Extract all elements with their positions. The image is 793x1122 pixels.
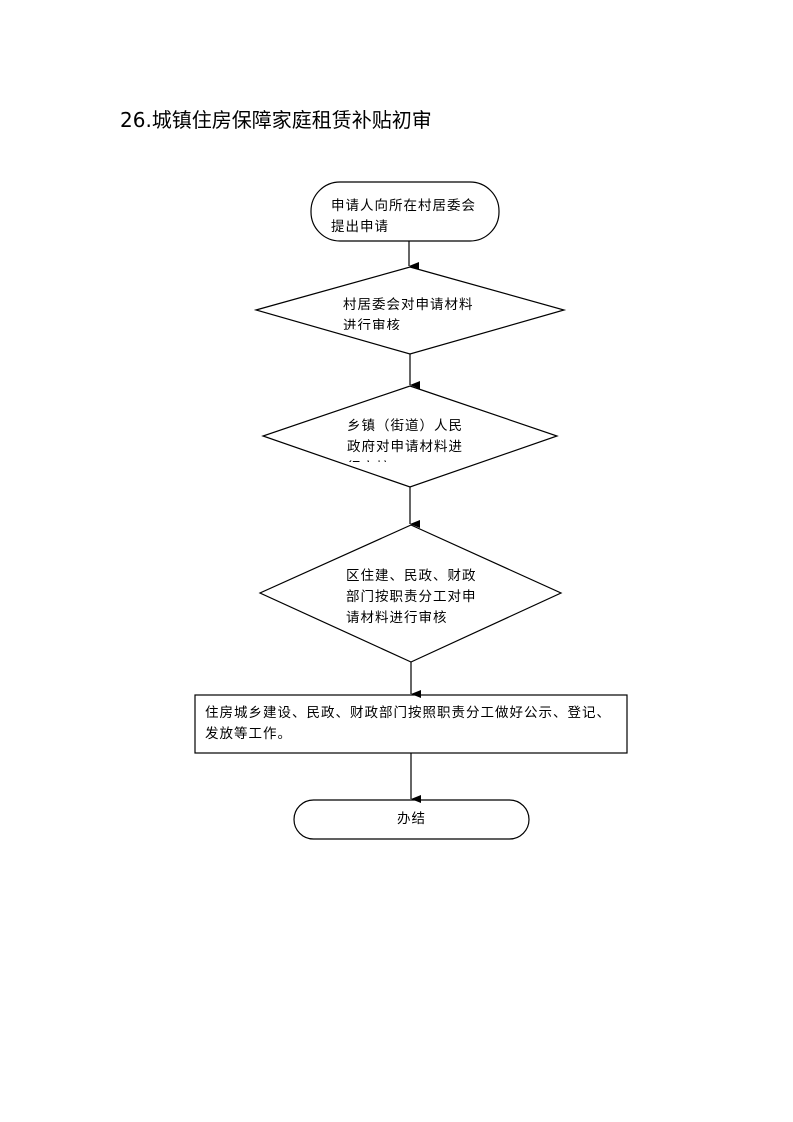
page-title: 26.城镇住房保障家庭租赁补贴初审 [120, 108, 432, 132]
start-terminal [310, 181, 500, 242]
step-text-2: 村居委会对申请材料进行审核 [343, 297, 474, 330]
step-text-5: 住房城乡建设、民政、财政部门按照职责分工做好公示、登记、发放等工作。 [205, 705, 611, 742]
end-terminal [293, 799, 530, 840]
step-text-3: 乡镇（街道）人民政府对申请材料进行审核 [347, 418, 463, 462]
step-text-6: 办结 [397, 811, 426, 827]
step-text-1: 申请人向所在村居委会提出申请 [331, 198, 476, 235]
step-text-4: 区住建、民政、财政部门按职责分工对申请材料进行审核 [346, 568, 477, 626]
